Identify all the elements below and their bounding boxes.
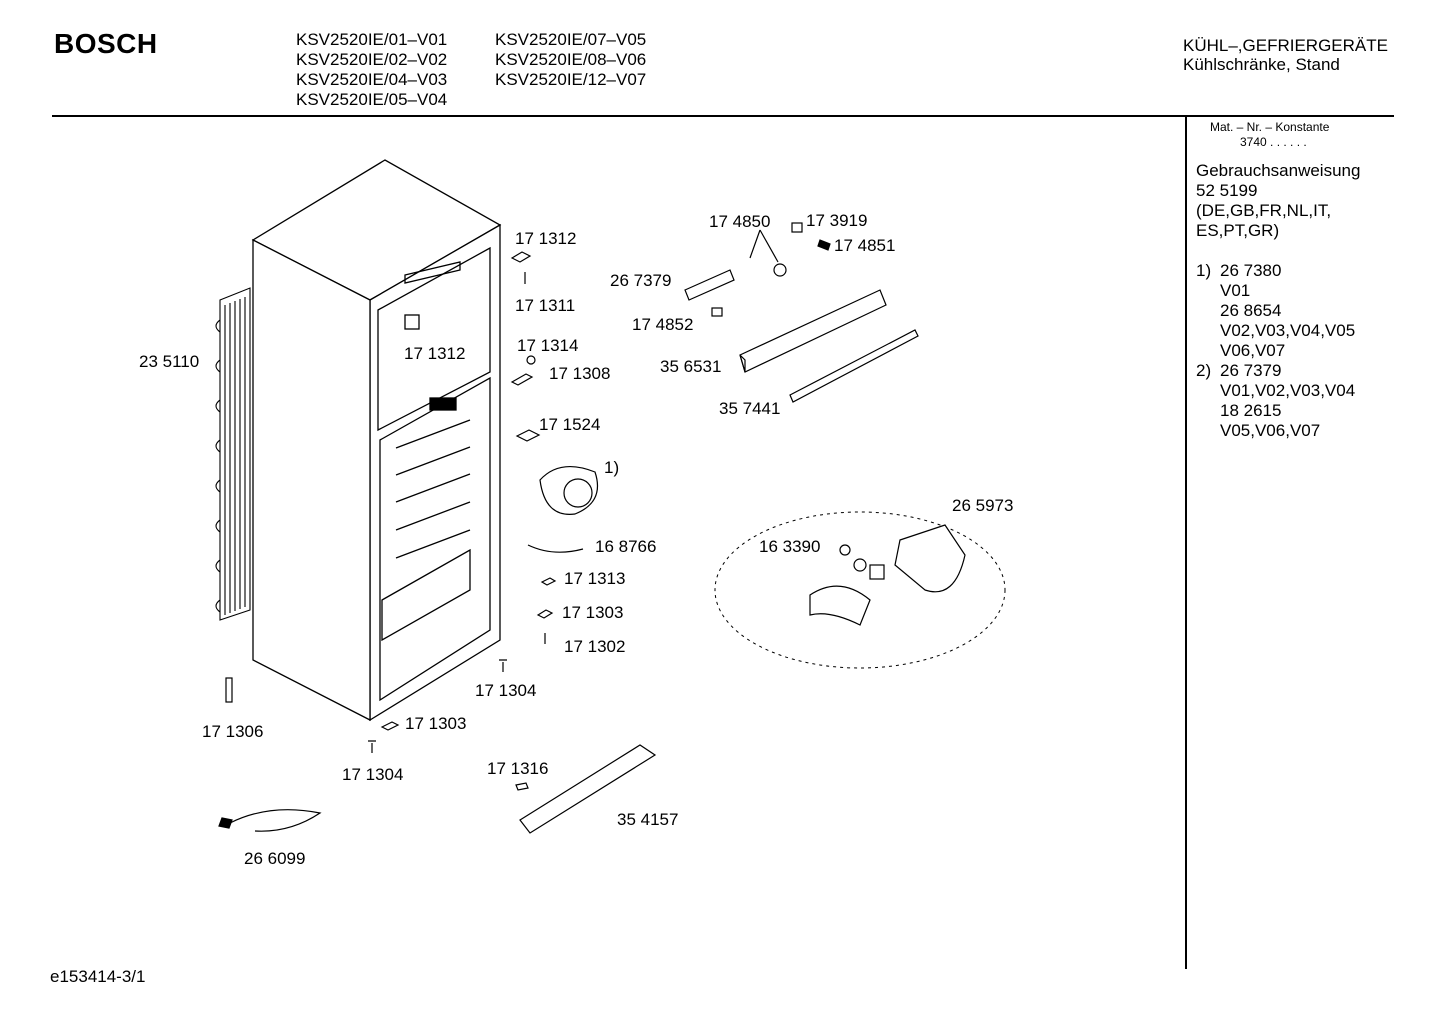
document-id: e153414-3/1: [50, 967, 146, 986]
model-number: KSV2520IE/02–V02: [296, 50, 448, 69]
part-labels: 17 1312 17 1311 17 1312 23 5110 17 1314 …: [139, 211, 1013, 868]
part-label: 17 1313: [564, 569, 625, 588]
part-label: 17 1303: [562, 603, 623, 622]
part-label: 35 6531: [660, 357, 721, 376]
note-row: V01,V02,V03,V04: [1196, 381, 1355, 401]
model-number: KSV2520IE/01–V01: [296, 30, 448, 49]
note-marker: 2): [1196, 361, 1212, 380]
exploded-view-diagram: 17 1312 17 1311 17 1312 23 5110 17 1314 …: [139, 159, 1013, 868]
part-label: 17 1311: [515, 296, 575, 315]
part-label: 17 1312: [515, 229, 576, 248]
note-row: V02,V03,V04,V05: [1196, 321, 1355, 341]
model-number: KSV2520IE/04–V03: [296, 70, 448, 89]
part-label: 17 1314: [517, 336, 578, 355]
note-row: 18 2615: [1196, 401, 1355, 421]
part-label: 26 5973: [952, 496, 1013, 515]
part-label: 35 4157: [617, 810, 678, 829]
small-parts: [218, 251, 657, 834]
note-text: 26 7379: [1220, 361, 1282, 380]
note-row: V05,V06,V07: [1196, 421, 1355, 441]
condenser-coil: [215, 287, 251, 621]
model-number: KSV2520IE/07–V05: [495, 30, 647, 49]
part-label: 17 1306: [202, 722, 263, 741]
control-panel-assembly: [684, 222, 919, 403]
lamp-assembly: [809, 524, 966, 626]
model-number: KSV2520IE/12–V07: [495, 70, 647, 89]
note-row: 26 8654: [1196, 301, 1355, 321]
part-label: 26 6099: [244, 849, 305, 868]
note-row: V06,V07: [1196, 341, 1355, 361]
note-text: 18 2615: [1220, 401, 1282, 420]
manual-info: Gebrauchsanweisung 52 5199 (DE,GB,FR,NL,…: [1196, 161, 1360, 241]
part-label: 1): [604, 458, 619, 477]
note-row: V01: [1196, 281, 1355, 301]
part-label: 23 5110: [139, 352, 199, 371]
part-label: 17 1312: [404, 344, 465, 363]
note-text: 26 8654: [1220, 301, 1282, 320]
part-label: 35 7441: [719, 399, 780, 418]
note-text: 26 7380: [1220, 261, 1282, 280]
note-text: V01: [1220, 281, 1251, 300]
model-number: KSV2520IE/08–V06: [495, 50, 647, 69]
part-label: 26 7379: [610, 271, 671, 290]
part-label: 17 1304: [475, 681, 536, 700]
material-constant: Mat. – Nr. – Konstante 3740 . . . . . .: [1210, 120, 1329, 150]
part-label: 17 1304: [342, 765, 403, 784]
sidebar-divider: [1185, 117, 1187, 969]
category-subline: Kühlschränke, Stand: [1183, 55, 1340, 74]
part-label: 17 1303: [405, 714, 466, 733]
variant-notes: 1) 26 7380 V01 26 8654 V02,V03,V04,V05 V0…: [1196, 261, 1355, 441]
part-label: 17 1316: [487, 759, 548, 778]
category-line: KÜHL–,GEFRIERGERÄTE: [1183, 36, 1388, 55]
part-label: 16 3390: [759, 537, 820, 556]
part-label: 17 1302: [564, 637, 625, 656]
category-heading: KÜHL–,GEFRIERGERÄTE Kühlschränke, Stand: [1183, 36, 1388, 74]
material-value: 3740 . . . . . .: [1240, 135, 1307, 149]
material-label: Mat. – Nr. – Konstante: [1210, 120, 1330, 134]
refrigerator-cabinet: [251, 159, 502, 722]
model-number: KSV2520IE/05–V04: [296, 90, 448, 109]
header-divider: [52, 115, 1394, 117]
part-label: 17 1308: [549, 364, 610, 383]
model-list-col2: KSV2520IE/07–V05 KSV2520IE/08–V06 KSV252…: [495, 30, 646, 90]
note-text: V05,V06,V07: [1220, 421, 1321, 440]
part-label: 17 1524: [539, 415, 600, 434]
part-label: 17 4852: [632, 315, 693, 334]
brand-logo: BOSCH: [54, 28, 158, 59]
note-row: 1) 26 7380: [1196, 261, 1355, 281]
part-label: 17 4851: [834, 236, 895, 255]
note-marker: 1): [1196, 261, 1212, 280]
part-label: 16 8766: [595, 537, 656, 556]
part-label: 17 3919: [806, 211, 867, 230]
note-row: 2) 26 7379: [1196, 361, 1355, 381]
manual-line: Gebrauchsanweisung: [1196, 161, 1361, 180]
manual-line: (DE,GB,FR,NL,IT,: [1196, 201, 1332, 220]
manual-line: ES,PT,GR): [1196, 221, 1280, 240]
note-text: V01,V02,V03,V04: [1220, 381, 1356, 400]
note-text: V06,V07: [1220, 341, 1286, 360]
model-list-col1: KSV2520IE/01–V01 KSV2520IE/02–V02 KSV252…: [296, 30, 447, 110]
note-text: V02,V03,V04,V05: [1220, 321, 1356, 340]
assembly-group-outline: [714, 511, 1006, 669]
manual-line: 52 5199: [1196, 181, 1258, 200]
part-label: 17 4850: [709, 212, 770, 231]
